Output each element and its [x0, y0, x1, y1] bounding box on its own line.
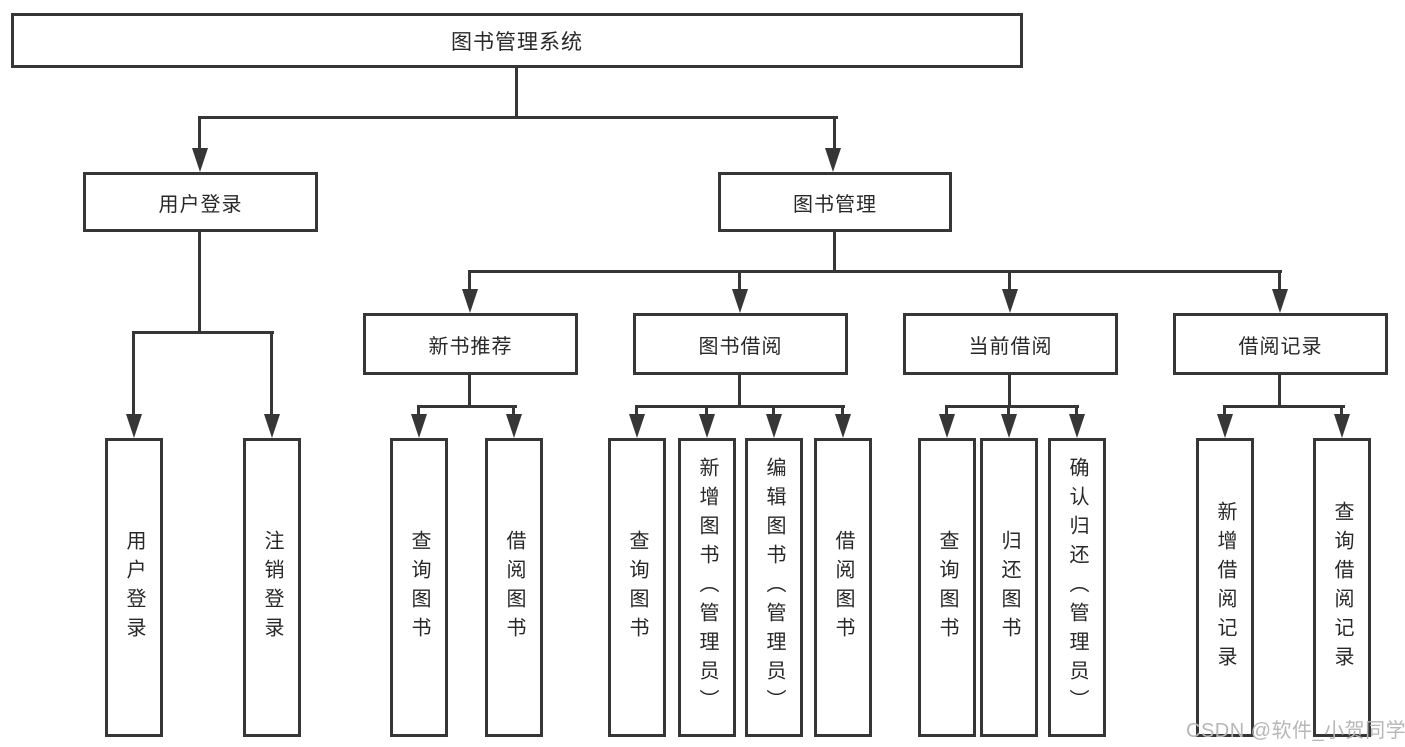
- arrowhead-down-icon: [462, 289, 478, 313]
- arrowhead-down-icon: [411, 414, 427, 438]
- connector-line: [1278, 375, 1281, 408]
- connector-line: [1340, 405, 1343, 417]
- connector-line: [198, 116, 201, 152]
- node-br-add-record: 新增借阅记录: [1196, 438, 1254, 737]
- node-library-system: 图书管理系统: [11, 13, 1023, 68]
- connector-line: [738, 270, 741, 292]
- arrowhead-down-icon: [264, 414, 280, 438]
- connector-line: [1223, 405, 1345, 408]
- connector-line: [270, 331, 273, 417]
- connector-line: [1007, 405, 1010, 417]
- node-bb-borrow-books: 借阅图书: [814, 438, 872, 737]
- connector-line: [468, 375, 471, 408]
- arrowhead-down-icon: [1272, 289, 1288, 313]
- node-label: 借阅记录: [1238, 335, 1323, 358]
- node-book-management: 图书管理: [718, 172, 952, 232]
- node-label: 确认归还（管理员）: [1066, 457, 1088, 718]
- node-label: 借阅图书: [832, 529, 854, 646]
- connector-line: [1223, 405, 1226, 417]
- connector-line: [417, 405, 517, 408]
- node-label: 查询图书: [626, 529, 648, 646]
- connector-line: [841, 405, 844, 417]
- node-cb-query-books: 查询图书: [918, 438, 976, 737]
- connector-line: [705, 405, 708, 417]
- node-label: 当前借阅: [968, 335, 1053, 358]
- connector-line: [468, 270, 1282, 273]
- node-current-borrowing: 当前借阅: [903, 313, 1118, 375]
- connector-line: [1075, 405, 1078, 417]
- arrowhead-down-icon: [629, 414, 645, 438]
- node-user-login: 用户登录: [83, 172, 318, 232]
- node-label: 图书借阅: [698, 335, 783, 358]
- node-label: 注销登录: [261, 529, 283, 646]
- connector-line: [198, 116, 838, 119]
- csdn-watermark: CSDN @软件_小贺同学: [1186, 720, 1405, 742]
- node-label: 新书推荐: [428, 335, 513, 358]
- arrowhead-down-icon: [1069, 414, 1085, 438]
- arrowhead-down-icon: [126, 414, 142, 438]
- connector-line: [198, 232, 201, 334]
- node-label: 编辑图书（管理员）: [763, 457, 785, 718]
- node-cb-return-books: 归还图书: [980, 438, 1038, 737]
- connector-line: [635, 405, 638, 417]
- node-label: 用户登录: [123, 529, 145, 646]
- connector-line: [945, 405, 1079, 408]
- arrowhead-down-icon: [1001, 414, 1017, 438]
- connector-line: [772, 405, 775, 417]
- connector-line: [132, 331, 274, 334]
- node-bb-query-books: 查询图书: [608, 438, 666, 737]
- node-br-query-record: 查询借阅记录: [1313, 438, 1371, 737]
- arrowhead-down-icon: [1334, 414, 1350, 438]
- node-label: 查询图书: [408, 529, 430, 646]
- connector-line: [738, 375, 741, 408]
- node-label: 借阅图书: [503, 529, 525, 646]
- connector-line: [515, 68, 518, 118]
- connector-line: [833, 116, 836, 152]
- node-label: 查询图书: [936, 529, 958, 646]
- node-bb-add-books-admin: 新增图书（管理员）: [678, 438, 736, 737]
- arrowhead-down-icon: [506, 414, 522, 438]
- node-nbr-query-books: 查询图书: [390, 438, 448, 737]
- node-borrowing-records: 借阅记录: [1173, 313, 1388, 375]
- arrowhead-down-icon: [699, 414, 715, 438]
- node-new-book-recommend: 新书推荐: [363, 313, 578, 375]
- node-label: 图书管理: [793, 193, 877, 216]
- node-bb-edit-books-admin: 编辑图书（管理员）: [745, 438, 803, 737]
- arrowhead-down-icon: [939, 414, 955, 438]
- arrowhead-down-icon: [192, 148, 208, 172]
- node-book-borrowing: 图书借阅: [633, 313, 848, 375]
- connector-line: [833, 232, 836, 273]
- arrowhead-down-icon: [732, 289, 748, 313]
- connector-line: [132, 331, 135, 417]
- arrowhead-down-icon: [766, 414, 782, 438]
- connector-line: [468, 270, 471, 292]
- node-label: 新增图书（管理员）: [696, 457, 718, 718]
- arrowhead-down-icon: [835, 414, 851, 438]
- connector-line: [1008, 375, 1011, 408]
- node-label: 归还图书: [998, 529, 1020, 646]
- node-ul-user-login-leaf: 用户登录: [105, 438, 163, 737]
- node-label: 查询借阅记录: [1331, 500, 1353, 675]
- connector-line: [1008, 270, 1011, 292]
- arrowhead-down-icon: [1217, 414, 1233, 438]
- node-nbr-borrow-books: 借阅图书: [485, 438, 543, 737]
- node-label: 新增借阅记录: [1214, 500, 1236, 675]
- connector-line: [512, 405, 515, 417]
- node-ul-logout: 注销登录: [243, 438, 301, 737]
- connector-line: [417, 405, 420, 417]
- node-cb-confirm-return-admin: 确认归还（管理员）: [1048, 438, 1106, 737]
- connector-line: [1278, 270, 1281, 292]
- node-label: 图书管理系统: [451, 30, 583, 54]
- connector-line: [945, 405, 948, 417]
- node-label: 用户登录: [158, 193, 243, 216]
- connector-line: [635, 405, 845, 408]
- arrowhead-down-icon: [1002, 289, 1018, 313]
- arrowhead-down-icon: [825, 148, 841, 172]
